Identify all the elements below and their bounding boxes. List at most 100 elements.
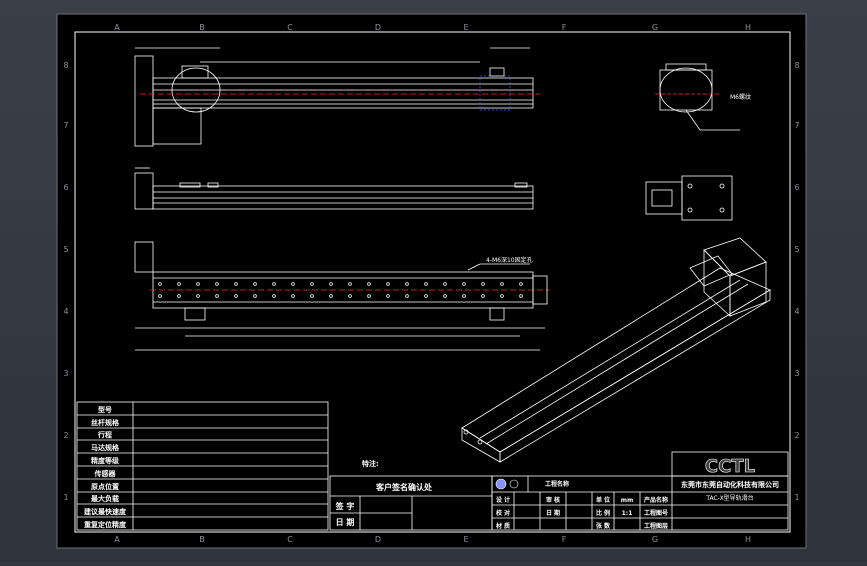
bottom-view[interactable] xyxy=(134,241,550,351)
iso-carriage xyxy=(689,255,733,287)
title-block[interactable] xyxy=(491,451,789,531)
column-labels-top: A B C D E F G H xyxy=(114,23,751,32)
title-cell: 张 数 xyxy=(596,522,611,530)
mounting-hole xyxy=(310,282,314,286)
mounting-hole xyxy=(215,282,219,286)
carriage-circle xyxy=(171,67,221,113)
title-cell: 产品名称 xyxy=(644,496,668,504)
company-name: 东莞市东莞自动化科技有限公司 xyxy=(681,480,779,489)
spec-label: 丝杆规格 xyxy=(91,418,120,427)
iso-motor-front xyxy=(703,249,731,317)
side-carriage xyxy=(514,182,528,188)
row-label: 8 xyxy=(63,61,68,70)
mounting-hole xyxy=(348,282,352,286)
mounting-hole xyxy=(462,282,466,286)
iso-groove xyxy=(485,283,749,445)
side-carriage xyxy=(207,182,219,188)
isometric-view[interactable] xyxy=(461,237,771,463)
end-view[interactable] xyxy=(655,63,740,131)
column-label: E xyxy=(463,535,468,544)
leader-line xyxy=(467,263,481,271)
mounting-hole xyxy=(177,294,181,298)
spec-label: 传感器 xyxy=(94,469,117,478)
title-cell: 比 例 xyxy=(596,509,610,517)
column-label: G xyxy=(652,23,658,32)
leader-line xyxy=(685,109,701,131)
mounting-hole xyxy=(253,294,257,298)
inner-frame xyxy=(74,31,791,533)
mount-foot xyxy=(489,307,505,321)
spec-label: 型号 xyxy=(98,405,112,414)
spec-label: 原点位置 xyxy=(91,482,119,491)
column-labels-bottom: A B C D E F G H xyxy=(114,535,751,544)
front-view[interactable] xyxy=(134,47,540,147)
mounting-hole xyxy=(481,294,485,298)
mounting-hole xyxy=(424,294,428,298)
projection-symbol-icon xyxy=(495,478,507,490)
mounting-hole xyxy=(234,282,238,286)
title-cell: 设 计 xyxy=(496,496,510,504)
row-labels: 8 7 6 5 4 3 2 1 8 7 6 5 4 3 2 1 xyxy=(63,61,799,502)
column-label: D xyxy=(375,535,381,544)
row-label: 8 xyxy=(794,61,799,70)
motor-bracket xyxy=(152,107,202,145)
logo-box xyxy=(671,451,789,477)
iso-groove xyxy=(479,279,741,439)
section-hole xyxy=(687,207,693,213)
mounting-hole xyxy=(348,294,352,298)
side-carriage xyxy=(179,182,201,188)
column-label: B xyxy=(199,535,205,544)
side-view[interactable] xyxy=(134,167,534,210)
mounting-hole xyxy=(519,294,523,298)
row-label: 2 xyxy=(794,431,799,440)
iso-hole xyxy=(463,429,469,435)
mounting-hole xyxy=(443,294,447,298)
iso-hole xyxy=(477,439,483,445)
mounting-hole xyxy=(158,294,162,298)
mounting-hole xyxy=(291,294,295,298)
section-inner xyxy=(651,189,673,207)
sign-label: 签 字 xyxy=(335,501,355,511)
mounting-hole xyxy=(481,282,485,286)
column-label: C xyxy=(287,535,293,544)
row-label: 5 xyxy=(794,245,799,254)
title-cell: 材 质 xyxy=(495,522,510,530)
mounting-hole xyxy=(196,294,200,298)
row-label: 7 xyxy=(63,121,68,130)
side-rail xyxy=(152,185,534,210)
section-view[interactable] xyxy=(645,175,733,221)
title-cell: 审 核 xyxy=(546,496,560,504)
spec-table[interactable] xyxy=(76,401,329,531)
mounting-hole xyxy=(234,294,238,298)
row-label: 2 xyxy=(63,431,68,440)
end-circle xyxy=(659,67,713,113)
mounting-hole xyxy=(272,282,276,286)
row-label: 6 xyxy=(794,183,799,192)
mounting-hole xyxy=(329,282,333,286)
mounting-hole xyxy=(405,294,409,298)
mounting-hole xyxy=(310,294,314,298)
row-label: 5 xyxy=(63,245,68,254)
title-cells: 设 计 校 对 材 质 审 核 日 期 单 位 比 例 张 数 mm 1:1 产… xyxy=(495,496,668,530)
mounting-hole xyxy=(443,282,447,286)
project-name-label: 工程名称 xyxy=(545,480,569,488)
title-cell: 单 位 xyxy=(596,496,610,504)
column-label: F xyxy=(562,23,567,32)
mounting-hole xyxy=(158,282,162,286)
column-label: G xyxy=(652,535,658,544)
row-label: 7 xyxy=(794,121,799,130)
mounting-hole xyxy=(500,294,504,298)
row-label: 6 xyxy=(63,183,68,192)
section-hole xyxy=(719,207,725,213)
mount-hole-note: 4-M6深10固定孔 xyxy=(486,256,533,264)
mounting-hole xyxy=(405,282,409,286)
row-label: 4 xyxy=(63,307,68,316)
sensor-block xyxy=(489,67,505,77)
bottom-end-cap xyxy=(532,275,548,305)
row-label: 1 xyxy=(63,493,68,502)
mounting-hole xyxy=(519,282,523,286)
mounting-hole xyxy=(367,282,371,286)
mounting-hole xyxy=(329,294,333,298)
